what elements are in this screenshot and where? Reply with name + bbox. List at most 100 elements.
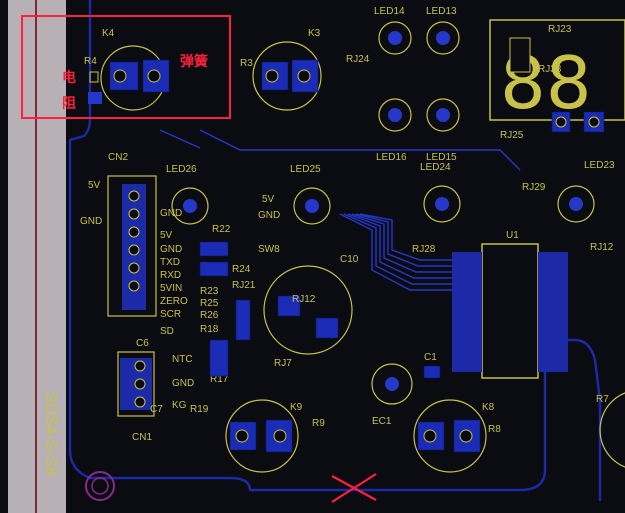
r22-label: R22 bbox=[212, 224, 231, 235]
r4-outline bbox=[89, 71, 99, 83]
r19-label: R19 bbox=[190, 404, 209, 415]
led26-outline bbox=[171, 187, 209, 225]
r25-label: R25 bbox=[200, 298, 219, 309]
cn2-pin-8: SD bbox=[160, 326, 174, 337]
k9-spring-terminal bbox=[225, 399, 299, 473]
c10-label: C10 bbox=[340, 254, 359, 265]
c7-label: C7 bbox=[150, 404, 163, 415]
r3-label: R3 bbox=[240, 58, 253, 69]
rj25-label: RJ25 bbox=[500, 130, 524, 141]
led23-outline bbox=[557, 185, 595, 223]
r9-label: R9 bbox=[312, 418, 325, 429]
5v-top-label: 5V bbox=[262, 194, 275, 205]
cn2-label: CN2 bbox=[108, 152, 128, 163]
r26-label: R26 bbox=[200, 310, 219, 321]
cn2-pin-2: GND bbox=[160, 244, 182, 255]
cn2-pin-3: TXD bbox=[160, 257, 180, 268]
led25-outline bbox=[293, 187, 331, 225]
part-number-vertical: SOS4-S-S8 bbox=[42, 392, 59, 476]
rj12b-label: RJ12 bbox=[292, 294, 316, 305]
cn2-pin-6: ZERO bbox=[160, 296, 188, 307]
cn2-pin-labels: GND 5V GND TXD RXD 5VIN ZERO SCR SD NTC … bbox=[160, 208, 194, 411]
k8-spring-terminal bbox=[413, 399, 487, 473]
k8-label: K8 bbox=[482, 402, 495, 413]
k4-label: K4 bbox=[102, 28, 115, 39]
red-x-mark bbox=[331, 473, 377, 503]
led23-label: LED23 bbox=[584, 160, 615, 171]
r17-label: R17 bbox=[210, 374, 229, 385]
r18-label: R18 bbox=[200, 324, 219, 335]
mounting-hole bbox=[85, 471, 115, 501]
cn2-pin-4: RXD bbox=[160, 270, 181, 281]
k9-label: K9 bbox=[290, 402, 303, 413]
rj7-label: RJ7 bbox=[274, 358, 292, 369]
r4-label: R4 bbox=[84, 56, 97, 67]
cn2-pin-5: 5VIN bbox=[160, 283, 182, 294]
rj24-label: RJ24 bbox=[346, 54, 370, 65]
r24-pad bbox=[199, 261, 229, 277]
rj23-label: RJ23 bbox=[548, 24, 572, 35]
gnd-left-label: GND bbox=[80, 216, 102, 227]
r7-label: R7 bbox=[596, 394, 609, 405]
led24-pad bbox=[435, 197, 449, 211]
annotation-char-1: 电 bbox=[62, 69, 76, 86]
k3-label: K3 bbox=[308, 28, 321, 39]
annotation-char-2: 阻 bbox=[62, 96, 76, 112]
left-grey-strip-2 bbox=[36, 0, 66, 513]
led24-outline bbox=[423, 185, 461, 223]
r-stack-pad bbox=[235, 299, 251, 341]
rj12-label: RJ12 bbox=[590, 242, 614, 253]
gnd-top-label: GND bbox=[258, 210, 280, 221]
buzzer-outline bbox=[263, 265, 353, 355]
k4-spring-terminal bbox=[100, 45, 170, 111]
signal-bus-traces bbox=[159, 129, 521, 291]
buzzer-pad-2 bbox=[315, 317, 339, 339]
right-terminal-outline bbox=[599, 392, 625, 468]
k3-spring-terminal bbox=[252, 41, 322, 111]
led25-label: LED25 bbox=[290, 164, 321, 175]
led26-pad bbox=[183, 199, 197, 213]
buzzer-pad-1 bbox=[277, 295, 301, 317]
board-outline-trace bbox=[68, 0, 547, 492]
mounting-hole-inner bbox=[91, 477, 109, 495]
rj33-label: RJ33 bbox=[538, 64, 562, 75]
rj21-label: RJ21 bbox=[232, 280, 256, 291]
sw8-label: SW8 bbox=[258, 244, 280, 255]
led15-label: LED15 bbox=[426, 152, 457, 163]
c6-label: C6 bbox=[136, 338, 149, 349]
cn2-pin-9: NTC bbox=[172, 354, 193, 365]
r24-label: R24 bbox=[232, 264, 251, 275]
r22-pad bbox=[199, 241, 229, 257]
cn1-label: CN1 bbox=[132, 432, 152, 443]
led14-label: LED14 bbox=[374, 6, 405, 17]
ec1-outline bbox=[371, 363, 413, 405]
annotation-spring: 弹簧 bbox=[180, 53, 208, 70]
cn1-connector bbox=[117, 351, 155, 417]
ec1-label: EC1 bbox=[372, 416, 392, 427]
led24-label: LED24 bbox=[420, 162, 451, 173]
rj29-label: RJ29 bbox=[522, 182, 546, 193]
u1-label: U1 bbox=[506, 230, 519, 241]
rj28-label: RJ28 bbox=[412, 244, 436, 255]
c1-label: C1 bbox=[424, 352, 437, 363]
u1-ic bbox=[452, 243, 568, 379]
r8-label: R8 bbox=[488, 424, 501, 435]
led16-label: LED16 bbox=[376, 152, 407, 163]
led-cluster-top bbox=[378, 21, 460, 132]
cn2-pin-1: 5V bbox=[160, 230, 173, 241]
ground-trace-right bbox=[543, 338, 602, 502]
r4-pad bbox=[88, 92, 102, 104]
cn2-pin-11: KG bbox=[172, 400, 187, 411]
cn2-connector bbox=[107, 175, 157, 317]
cn2-pin-0: GND bbox=[160, 208, 182, 219]
5v-left-label: 5V bbox=[88, 180, 101, 191]
seven-segment-display: 88 bbox=[489, 19, 625, 125]
cn2-pin-7: SCR bbox=[160, 309, 181, 320]
ec1-pad bbox=[385, 377, 399, 391]
led25-pad bbox=[305, 199, 319, 213]
left-frame bbox=[0, 0, 8, 513]
led26-label: LED26 bbox=[166, 164, 197, 175]
annotation-box bbox=[21, 15, 231, 119]
